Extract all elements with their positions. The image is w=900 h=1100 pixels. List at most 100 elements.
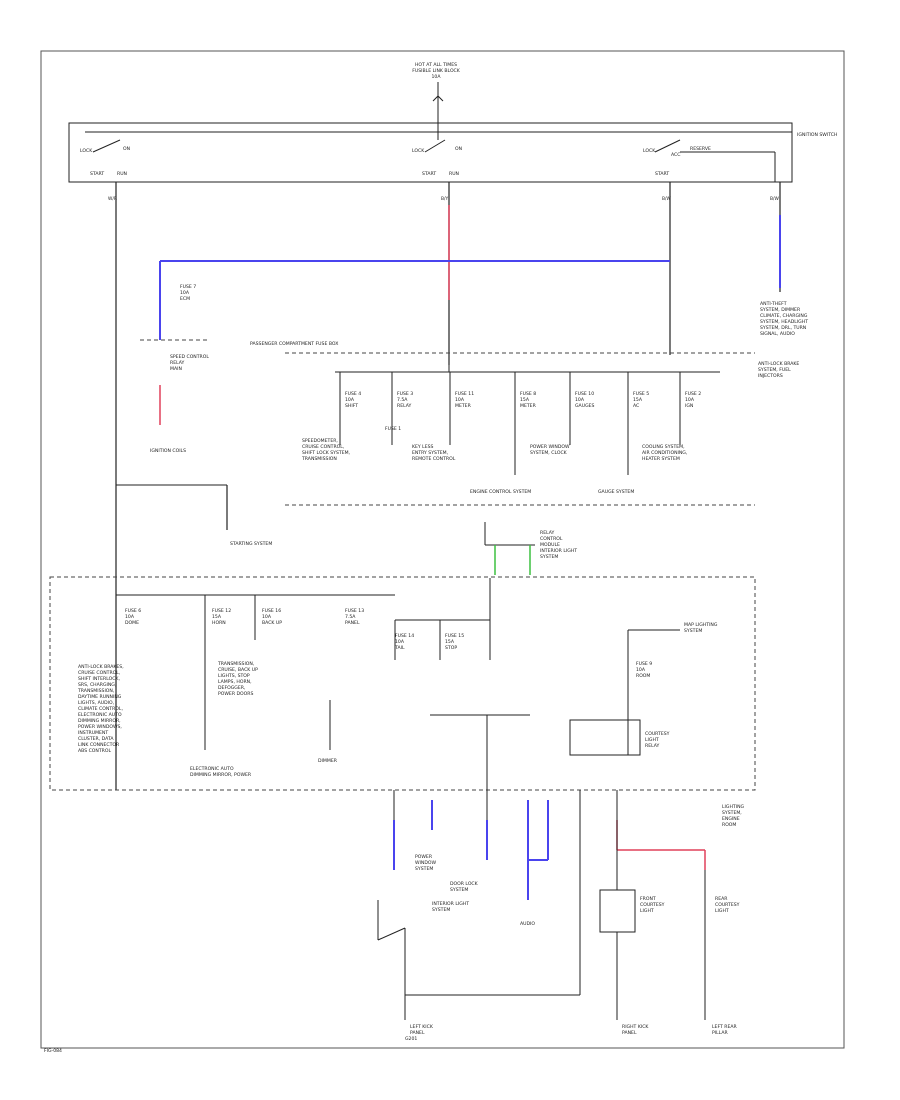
wire-code-1: W/R: [108, 196, 117, 202]
left-label-8: ELECTRONIC AUTO: [78, 712, 122, 718]
relay-control: RELAY CONTROL MODULE INTERIOR LIGHT SYST…: [484, 522, 577, 575]
ignition-coils-label: IGNITION COILS: [150, 448, 186, 454]
bottom-3a: LEFT REAR: [712, 1024, 738, 1030]
fuse-3-amp: 7.5A: [397, 397, 408, 403]
fuse-16-amp: 10A: [262, 614, 272, 620]
middle-fuses: FUSE 6 10A DOME FUSE 12 15A HORN FUSE 16…: [115, 578, 491, 750]
col-label-3b: SYSTEM, CLOCK: [530, 450, 568, 456]
middle-fuse-box: [49, 576, 756, 791]
right-block-6: SIGNAL, AUDIO: [760, 331, 795, 337]
source-title: HOT AT ALL TIMES: [415, 62, 457, 68]
right-note-l3: ENGINE: [722, 816, 740, 822]
left-label-5: DAYTIME RUNNING: [78, 694, 122, 700]
pos-run-2: RUN: [449, 171, 459, 177]
fuse-10-name: FUSE 10: [575, 391, 594, 397]
source-sub2: 10A: [432, 74, 442, 80]
fuse-5: FUSE 5 15A AC: [627, 372, 649, 475]
pos-start-1: START: [90, 171, 104, 177]
center-label-4: DEFOGGER,: [218, 685, 246, 691]
fuse-5-label: AC: [633, 403, 639, 409]
rear-lamp-2: COURTESY: [715, 902, 740, 908]
fuse-2: FUSE 2 10A IGN: [679, 372, 701, 445]
upper-left-block: FUSE 7 10A ECM SPEED CONTROL RELAY MAIN …: [140, 284, 338, 454]
col-label-2a: KEY LESS: [412, 444, 434, 450]
left-label-7: CLIMATE CONTROL,: [78, 706, 123, 712]
right-note-2: SYSTEM, FUEL: [758, 367, 791, 373]
left-label-13: LINK CONNECTOR: [78, 742, 120, 748]
fuse-13-name: FUSE 13: [345, 608, 364, 614]
col-label-3a: POWER WINDOW: [530, 444, 570, 450]
left-label-10: POWER WINDOWS,: [78, 724, 122, 730]
left-label-12: CLUSTER, DATA: [78, 736, 114, 742]
ground-label: G201: [405, 1036, 417, 1042]
fuse-10-amp: 10A: [575, 397, 585, 403]
wire-code-4: B/W: [770, 196, 779, 202]
bottom-1a: LEFT KICK: [410, 1024, 434, 1030]
fuse-symbol: [432, 95, 444, 102]
bottom-2b: PANEL: [622, 1030, 637, 1036]
fuse-5-name: FUSE 5: [633, 391, 649, 397]
fuse-16-name: FUSE 16: [262, 608, 281, 614]
front-lamp-1: FRONT: [640, 896, 656, 902]
wire-code-2: B/Y: [441, 196, 448, 202]
fuse-13-amp: 7.5A: [345, 614, 356, 620]
col-label-1a: SPEEDOMETER,: [302, 438, 338, 444]
fuse-row: FUSE 4 10A SHIFT FUSE 3 7.5A RELAY FUSE …: [339, 372, 701, 475]
int-1: INTERIOR LIGHT: [432, 901, 469, 907]
courtesy-relay-box: [569, 719, 641, 756]
fuse-11-name: FUSE 11: [455, 391, 474, 397]
fuse-1-label: FUSE 1: [385, 426, 401, 432]
fuse-4: FUSE 4 10A SHIFT: [339, 372, 361, 445]
right-note-1: ANTI-LOCK BRAKE: [758, 361, 799, 367]
fuse-9-label: ROOM: [636, 673, 650, 679]
courtesy-3: RELAY: [645, 743, 660, 749]
fuse-14-name: FUSE 14: [395, 633, 414, 639]
fuse-3-name: FUSE 3: [397, 391, 413, 397]
fuse-15-amp: 15A: [445, 639, 455, 645]
fuse-15-label: STOP: [445, 645, 457, 651]
fuse-14-label: TAIL: [394, 645, 405, 651]
fuse7-amp: 10A: [180, 290, 190, 296]
diagram-frame: [40, 50, 845, 1049]
col-label-1b: CRUISE CONTROL,: [302, 444, 345, 450]
fuse-column-labels: SPEEDOMETER, CRUISE CONTROL, SHIFT LOCK …: [301, 438, 688, 495]
right-note-l2: SYSTEM,: [722, 810, 742, 816]
fuse-11-amp: 10A: [455, 397, 465, 403]
relay-block-4: INTERIOR LIGHT: [540, 548, 577, 554]
relay-block-1: RELAY: [540, 530, 555, 536]
gauge-system-label: GAUGE SYSTEM: [598, 489, 634, 495]
relay-block-2: CONTROL: [540, 536, 563, 542]
map-light-1: MAP LIGHTING: [684, 622, 718, 628]
center-label-2: LIGHTS, STOP: [218, 673, 250, 679]
fuse-4-label: SHIFT: [345, 403, 358, 409]
fuse7-label: ECM: [180, 296, 190, 302]
left-label-6: LIGHTS, AUDIO,: [78, 700, 115, 706]
front-lamp-2: COURTESY: [640, 902, 665, 908]
middle-center-text: TRANSMISSION, CRUISE, BACK UP LIGHTS, ST…: [190, 661, 338, 778]
front-lamp-box: [599, 889, 636, 933]
fuse-14-amp: 10A: [395, 639, 405, 645]
col-label-1c: SHIFT LOCK SYSTEM,: [302, 450, 351, 456]
bottom-2a: RIGHT KICK: [622, 1024, 649, 1030]
source-sub: FUSIBLE LINK BLOCK: [412, 68, 461, 74]
int-2: SYSTEM: [432, 907, 450, 913]
dl-1: DOOR LOCK: [450, 881, 479, 887]
fuse-4-name: FUSE 4: [345, 391, 361, 397]
pos-acc: ACC: [671, 152, 680, 158]
switch-contact-1: [92, 139, 121, 153]
right-block-5: SYSTEM, DRL, TURN: [760, 325, 806, 331]
bottom-3b: PILLAR: [712, 1030, 728, 1036]
bottom-center-0: ELECTRONIC AUTO: [190, 766, 234, 772]
pw-label-1: POWER: [415, 854, 433, 860]
fuse-11-label: METER: [455, 403, 472, 409]
center-label-1: CRUISE, BACK UP: [218, 667, 258, 673]
center-label-5: POWER DOORS: [218, 691, 253, 697]
pos-lock-3: LOCK: [643, 148, 656, 154]
fuse-12-name: FUSE 12: [212, 608, 231, 614]
pos-on-2: ON: [455, 146, 462, 152]
bottom-1b: PANEL: [410, 1030, 425, 1036]
col-label-2b: ENTRY SYSTEM,: [412, 450, 449, 456]
left-label-4: TRANSMISSION,: [77, 688, 115, 694]
fuse-2-label: IGN: [685, 403, 693, 409]
col-label-4c: HEATER SYSTEM: [642, 456, 680, 462]
